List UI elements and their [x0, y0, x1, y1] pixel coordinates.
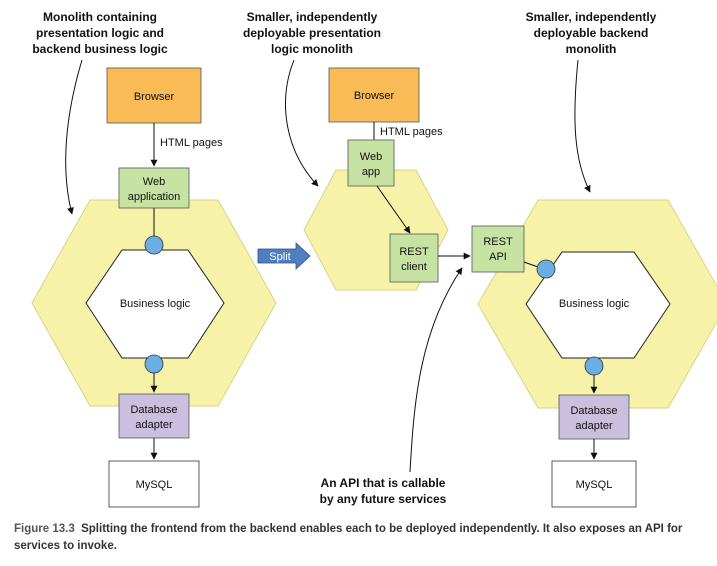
- right-title-line-2: deployable backend: [534, 26, 649, 40]
- left-browser-label: Browser: [134, 91, 175, 103]
- left-annotation-arrow: [65, 59, 83, 215]
- right-title-line-1: Smaller, independently: [526, 10, 657, 24]
- middle-html-pages-label: HTML pages: [380, 126, 443, 138]
- left-html-pages-label: HTML pages: [160, 137, 223, 149]
- right-database-adapter-box: [558, 394, 630, 440]
- middle-title-line-1: Smaller, independently: [247, 10, 378, 24]
- right-upper-port: [536, 259, 556, 279]
- middle-web-app-box: [347, 139, 395, 187]
- middle-rest-client-box: [389, 233, 439, 283]
- right-rest-api-box: [471, 225, 525, 273]
- right-database-adapter-label-1: Database: [570, 405, 617, 417]
- left-upper-port: [144, 235, 164, 255]
- left-web-application-box: [118, 167, 190, 209]
- right-title-line-3: monolith: [566, 42, 617, 56]
- right-monolith: Business logic REST API Database adapter…: [471, 199, 717, 508]
- figure-caption-text: Splitting the frontend from the backend …: [14, 523, 683, 552]
- left-mysql-label: MySQL: [136, 479, 173, 491]
- middle-rest-client-label-1: REST: [399, 246, 429, 258]
- right-mysql-box: [551, 460, 637, 508]
- middle-monolith: Browser HTML pages Web app REST client: [303, 67, 449, 291]
- middle-web-app-label-2: app: [362, 166, 380, 178]
- left-database-adapter-box: [118, 393, 190, 439]
- left-title-line-1: Monolith containing: [43, 10, 157, 24]
- left-annotation: Monolith containing presentation logic a…: [32, 10, 168, 215]
- right-annotation: Smaller, independently deployable backen…: [526, 10, 657, 193]
- architecture-diagram: Business logic Browser HTML pages Web ap…: [31, 10, 717, 508]
- left-inner-hexagon: [85, 249, 225, 359]
- right-inner-hexagon: [525, 251, 671, 359]
- right-rest-api-label-1: REST: [483, 236, 513, 248]
- split-label: Split: [269, 251, 290, 263]
- right-rest-api-label-2: API: [489, 251, 507, 263]
- middle-rest-client-label-2: client: [401, 261, 427, 273]
- middle-annotation: Smaller, independently deployable presen…: [243, 10, 381, 187]
- figure-number: Figure 13.3: [14, 523, 75, 535]
- right-annotation-arrow: [574, 59, 591, 193]
- right-business-logic-label: Business logic: [559, 298, 630, 310]
- right-database-adapter-label-2: adapter: [575, 420, 613, 432]
- api-note-line-1: An API that is callable: [321, 476, 446, 490]
- left-lower-port: [144, 354, 164, 374]
- middle-title-line-3: logic monolith: [271, 42, 353, 56]
- split-arrow: Split: [257, 242, 311, 270]
- api-note-line-2: by any future services: [320, 492, 447, 506]
- left-title-line-3: backend business logic: [32, 42, 168, 56]
- left-monolith: Business logic Browser HTML pages Web ap…: [31, 67, 277, 508]
- middle-browser-label: Browser: [354, 90, 395, 102]
- left-business-logic-label: Business logic: [120, 298, 191, 310]
- left-web-application-label-1: Web: [143, 176, 165, 188]
- api-annotation-arrow: [409, 267, 463, 473]
- middle-title-line-2: deployable presentation: [243, 26, 381, 40]
- right-mysql-label: MySQL: [576, 479, 613, 491]
- api-annotation: An API that is callable by any future se…: [320, 267, 463, 506]
- left-browser-box: [106, 67, 202, 124]
- left-database-adapter-label-1: Database: [130, 404, 177, 416]
- left-title-line-2: presentation logic and: [36, 26, 164, 40]
- left-database-adapter-label-2: adapter: [135, 419, 173, 431]
- middle-web-app-label-1: Web: [360, 151, 382, 163]
- left-web-application-label-2: application: [128, 191, 181, 203]
- right-lower-port: [584, 356, 604, 376]
- middle-web-to-rest-arrow: [376, 185, 411, 234]
- left-mysql-box: [108, 460, 200, 508]
- right-api-to-port-line: [523, 261, 539, 268]
- middle-annotation-arrow: [285, 59, 319, 187]
- figure-caption: Figure 13.3 Splitting the frontend from …: [14, 521, 704, 555]
